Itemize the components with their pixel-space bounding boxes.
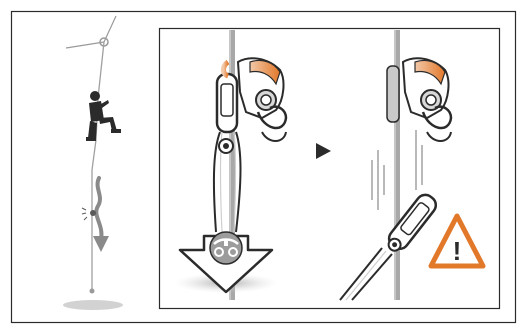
sling-tilted — [339, 247, 393, 301]
warning-triangle-icon: ! — [428, 213, 486, 269]
spark-icon — [81, 207, 88, 221]
rope-end-marker — [89, 288, 95, 294]
motion-lines — [371, 130, 423, 210]
carabiner-tilted — [387, 193, 438, 252]
fall-arrow-wavy — [94, 176, 104, 242]
carabiner — [215, 59, 239, 134]
anchor-line-right — [103, 15, 117, 43]
anchor-line-left — [65, 41, 105, 49]
panel-incorrect: ! — [339, 30, 486, 301]
device-dot — [90, 210, 96, 216]
descender-device-2 — [386, 57, 453, 142]
climber-figure — [86, 91, 121, 141]
descender-device — [236, 57, 288, 142]
fall-arrow-head — [93, 236, 109, 252]
warning-symbol: ! — [453, 236, 462, 266]
harness-icon — [209, 231, 243, 265]
left-scene — [63, 15, 123, 310]
panel-correct — [174, 30, 288, 300]
next-arrow-icon — [316, 143, 331, 159]
sling — [212, 131, 242, 233]
ground-shadow — [63, 300, 123, 310]
